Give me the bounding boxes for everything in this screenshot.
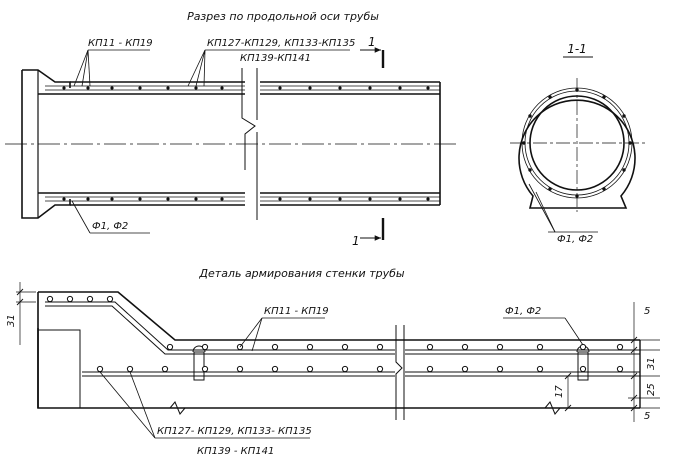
label-f1f2-cut: Ф1, Ф2 <box>557 234 593 245</box>
label-kp127-detail-line2: КП139 - КП141 <box>197 446 274 457</box>
wall-reinforcement-detail <box>37 291 641 420</box>
label-f1f2-section: Ф1, Ф2 <box>92 221 128 232</box>
dim-inner-17: 17 <box>554 385 565 398</box>
dim-right-5-bottom: 5 <box>644 411 650 422</box>
label-kp127-section-line1: КП127-КП129, КП133-КП135 <box>207 38 355 49</box>
pipe-cross-section <box>510 78 645 233</box>
label-kp127-section-line2: КП139-КП141 <box>240 53 311 64</box>
right-dimension-chain <box>564 302 660 422</box>
section-cut-marker <box>360 47 385 241</box>
dim-right-31: 31 <box>646 357 657 370</box>
cut-view-title: 1-1 <box>567 42 587 56</box>
detail-title: Деталь армирования стенки трубы <box>198 267 404 280</box>
section-marker-top: 1 <box>368 35 376 49</box>
label-kp127-detail-line1: КП127- КП129, КП133- КП135 <box>157 426 312 437</box>
dim-left-31: 31 <box>6 314 17 327</box>
left-dimension <box>16 282 36 345</box>
section-leaders <box>71 49 350 234</box>
section-marker-bottom: 1 <box>352 234 360 248</box>
section-title: Разрез по продольной оси трубы <box>187 10 379 23</box>
label-kp11-19-section: КП11 - КП19 <box>88 38 153 49</box>
dim-right-5-top: 5 <box>644 306 650 317</box>
detail-leaders <box>99 317 584 439</box>
dim-right-25: 25 <box>646 383 657 396</box>
label-f1f2-detail: Ф1, Ф2 <box>505 306 541 317</box>
pipe-longitudinal-section <box>5 68 460 220</box>
label-kp11-19-detail: КП11 - КП19 <box>264 306 329 317</box>
